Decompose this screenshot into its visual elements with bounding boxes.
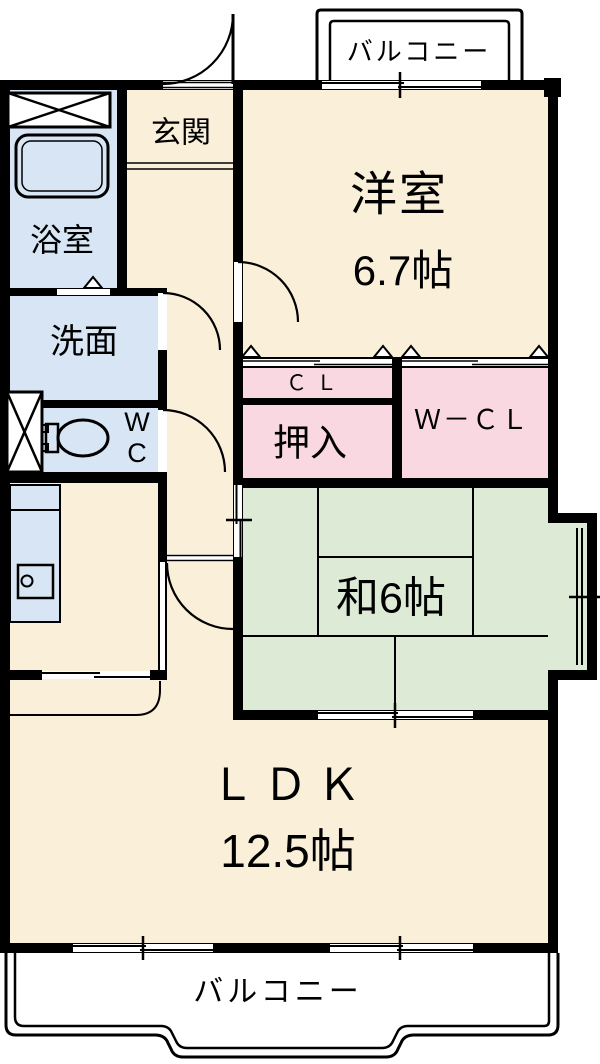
pipe-space-icon bbox=[6, 91, 112, 129]
label-western-room: 洋室 bbox=[350, 167, 448, 221]
kitchen-counter bbox=[9, 484, 61, 623]
folding-door-marks bbox=[81, 275, 551, 358]
label-ldk-size: 12.5帖 bbox=[220, 824, 356, 877]
bathtub-icon bbox=[14, 133, 110, 199]
ldk-door-arc bbox=[165, 562, 234, 631]
entrance-door-arc bbox=[162, 13, 235, 86]
windows-and-sliders bbox=[42, 72, 600, 960]
label-japanese-room: 和6帖 bbox=[336, 574, 446, 623]
label-genkan: 玄関 bbox=[151, 116, 211, 150]
kitchen-partition-line bbox=[10, 681, 161, 716]
closet-cl-fill bbox=[243, 368, 392, 398]
label-bathroom: 浴室 bbox=[29, 222, 95, 259]
washroom-door-arc bbox=[162, 291, 222, 351]
closet-oshiire-fill bbox=[243, 405, 392, 478]
label-balcony-bottom: バルコニー bbox=[193, 975, 363, 1009]
label-walkin-closet: Ｗ－ＣＬ bbox=[414, 404, 530, 435]
label-oshiire: 押入 bbox=[273, 422, 347, 464]
balcony-top-outline bbox=[315, 8, 524, 89]
western-room-door-arc bbox=[237, 260, 300, 323]
pipe-space-icon bbox=[5, 390, 44, 474]
wc-door-arc bbox=[162, 408, 227, 473]
tatami-lines bbox=[243, 488, 548, 710]
closet-wcl-fill bbox=[402, 368, 548, 478]
room-wc-fill bbox=[44, 408, 158, 472]
label-wc: W C bbox=[124, 406, 150, 468]
door-swings bbox=[162, 13, 300, 631]
balcony-bottom-outline bbox=[4, 953, 560, 1059]
sink-icon bbox=[16, 563, 55, 600]
label-closet-cl: ＣＬ bbox=[286, 371, 346, 395]
room-fills bbox=[10, 90, 587, 943]
label-washroom: 洗面 bbox=[50, 323, 118, 362]
label-ldk: ＬＤＫ bbox=[210, 760, 370, 810]
label-balcony-top: バルコニー bbox=[346, 36, 492, 67]
label-western-room-size: 6.7帖 bbox=[352, 246, 454, 294]
fixtures bbox=[5, 91, 112, 623]
room-wash-fill bbox=[10, 296, 158, 400]
